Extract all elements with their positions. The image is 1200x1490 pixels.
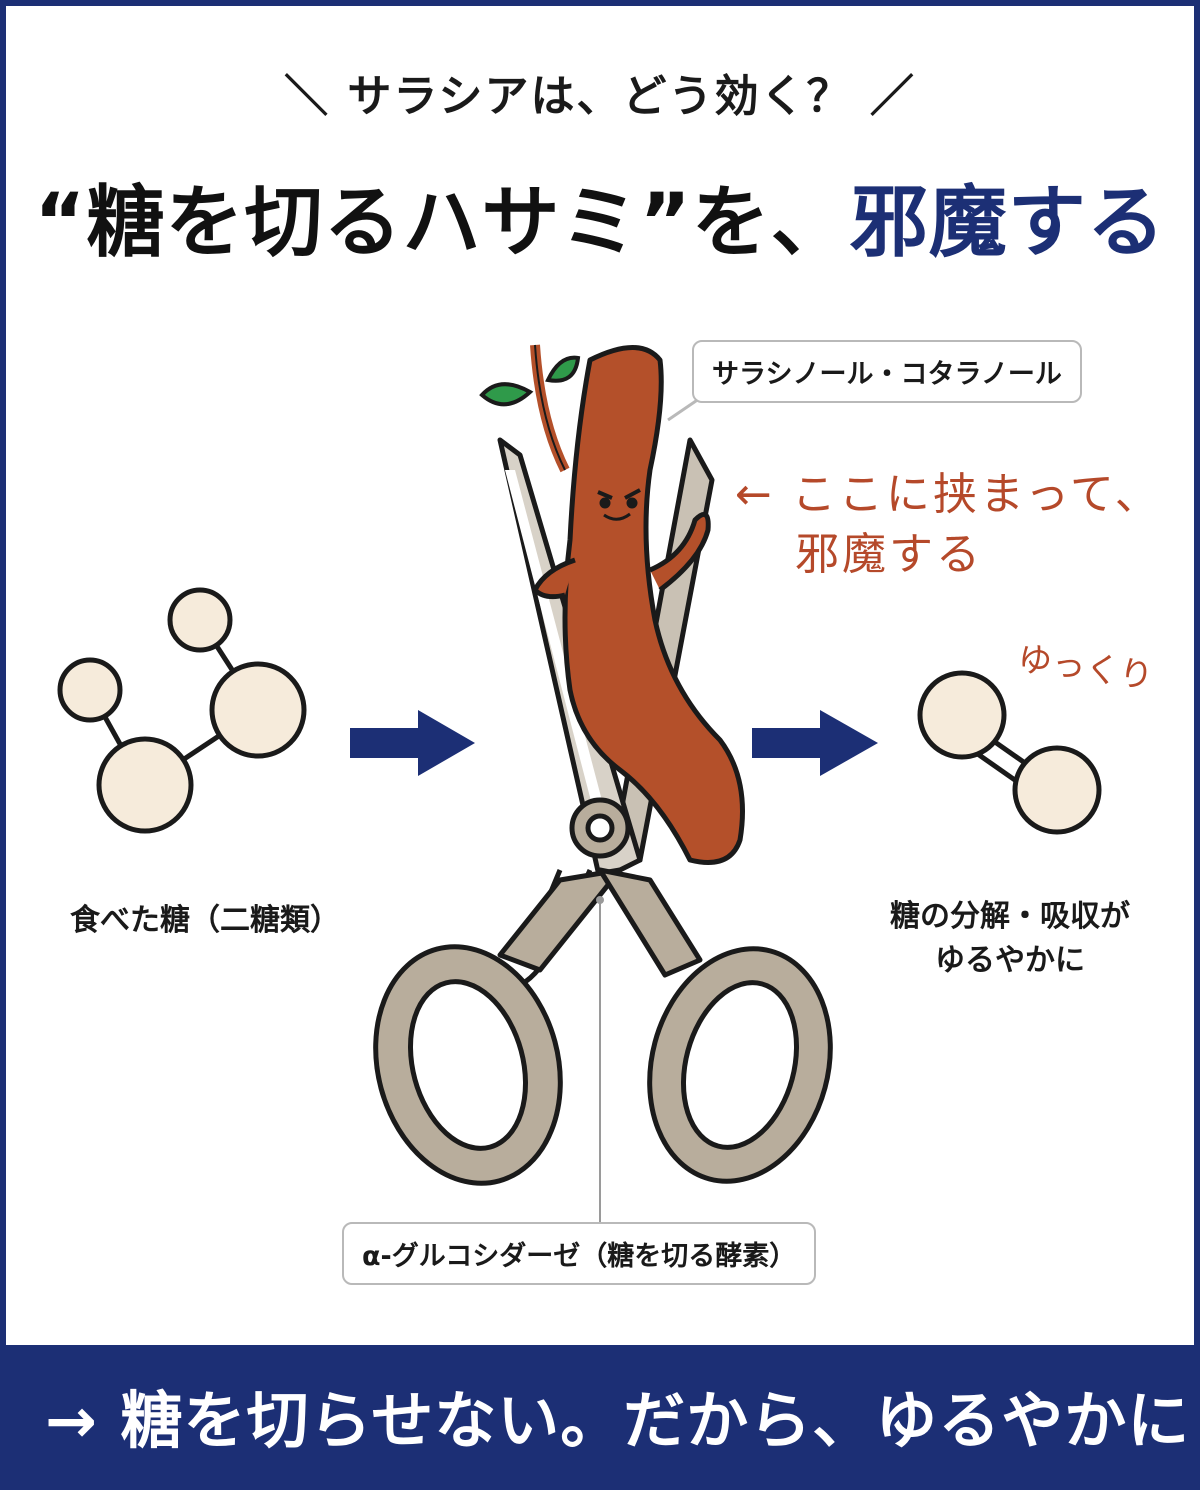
disaccharide-molecule-icon	[57, 587, 307, 834]
leaf-icon	[479, 355, 581, 407]
title-accent: 邪魔する	[849, 178, 1166, 268]
compound-callout: サラシノール・コタラノール	[692, 340, 1082, 403]
left-molecule-label: 食べた糖（二糖類）	[70, 903, 340, 938]
annotation-line1: ← ここに挟まって、	[735, 469, 1162, 520]
right-molecule-label-line2: ゆるやかに	[935, 943, 1085, 978]
page-title: “糖を切るハサミ”を、邪魔する	[0, 160, 1200, 272]
right-molecule-label-line1: 糖の分解・吸収が	[890, 899, 1130, 934]
enzyme-pointer-dot	[596, 896, 604, 904]
illustration	[57, 344, 1102, 1222]
arrow-right-icon	[752, 710, 878, 776]
footer-banner	[0, 1345, 1200, 1490]
page-frame	[0, 0, 1200, 1345]
title-main: “糖を切るハサミ”を、	[34, 178, 850, 268]
annotation-line2: 邪魔する	[795, 529, 983, 580]
arrow-right-icon	[350, 710, 475, 776]
annotation: ← ここに挟まって、 邪魔する	[735, 465, 1162, 585]
footer-text: → 糖を切らせない。だから、ゆるやかに	[45, 1384, 1191, 1457]
salacia-root-character-icon	[530, 344, 745, 865]
enzyme-callout: α-グルコシダーゼ（糖を切る酵素）	[342, 1222, 817, 1285]
right-molecule-label: 糖の分解・吸収が ゆるやかに	[860, 895, 1160, 983]
subtitle: ＼ サラシアは、どう効く？ ／	[284, 71, 916, 122]
monosaccharide-molecule-icon	[917, 670, 1102, 835]
